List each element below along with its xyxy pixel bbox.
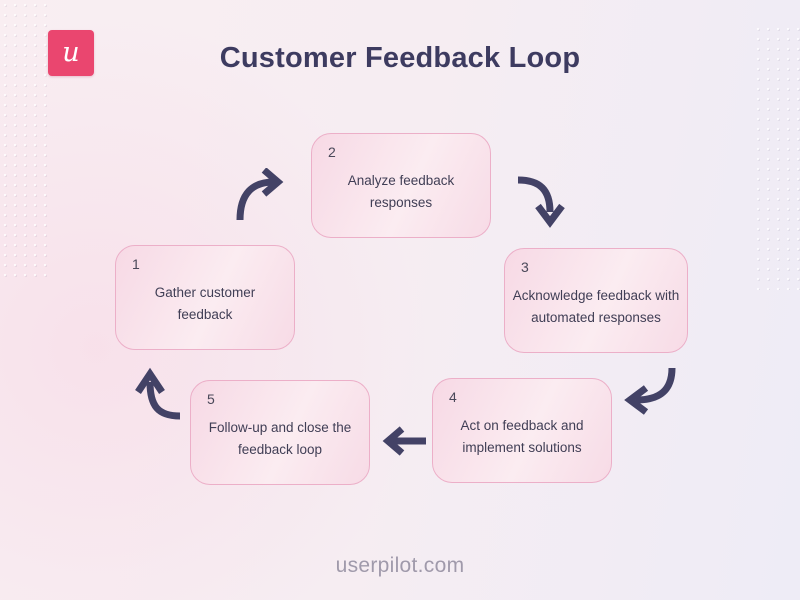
step-number-1: 1 bbox=[132, 256, 140, 272]
arrow-3-to-4-icon bbox=[624, 367, 676, 415]
step-box-4: 4 Act on feedback and implement solution… bbox=[432, 378, 612, 483]
step-label-1: Gather customer feedback bbox=[154, 284, 256, 322]
dot-pattern-top-right bbox=[753, 24, 800, 290]
arrow-1-to-2-icon bbox=[236, 168, 284, 221]
step-number-3: 3 bbox=[521, 259, 529, 275]
arrow-5-to-1-icon bbox=[135, 367, 181, 420]
step-number-2: 2 bbox=[328, 144, 336, 160]
page-title: Customer Feedback Loop bbox=[219, 42, 581, 74]
dot-pattern-bottom-left bbox=[0, 0, 50, 282]
userpilot-logo-letter: u bbox=[62, 36, 80, 68]
step-box-1: 1 Gather customer feedback bbox=[115, 245, 295, 350]
step-box-2: 2 Analyze feedback responses bbox=[311, 133, 491, 238]
step-box-3: 3 Acknowledge feedback with automated re… bbox=[504, 248, 688, 353]
step-box-5: 5 Follow-up and close the feedback loop bbox=[190, 380, 370, 485]
step-label-3: Acknowledge feedback with automated resp… bbox=[512, 287, 680, 325]
step-number-5: 5 bbox=[207, 391, 215, 407]
step-label-2: Analyze feedback responses bbox=[347, 172, 455, 210]
arrow-4-to-5-icon bbox=[382, 426, 426, 456]
website-url: userpilot.com bbox=[335, 554, 465, 577]
step-label-4: Act on feedback and implement solutions bbox=[460, 417, 584, 455]
step-number-4: 4 bbox=[449, 389, 457, 405]
step-label-5: Follow-up and close the feedback loop bbox=[208, 419, 352, 457]
userpilot-logo: u bbox=[48, 30, 94, 76]
arrow-2-to-3-icon bbox=[517, 176, 565, 228]
